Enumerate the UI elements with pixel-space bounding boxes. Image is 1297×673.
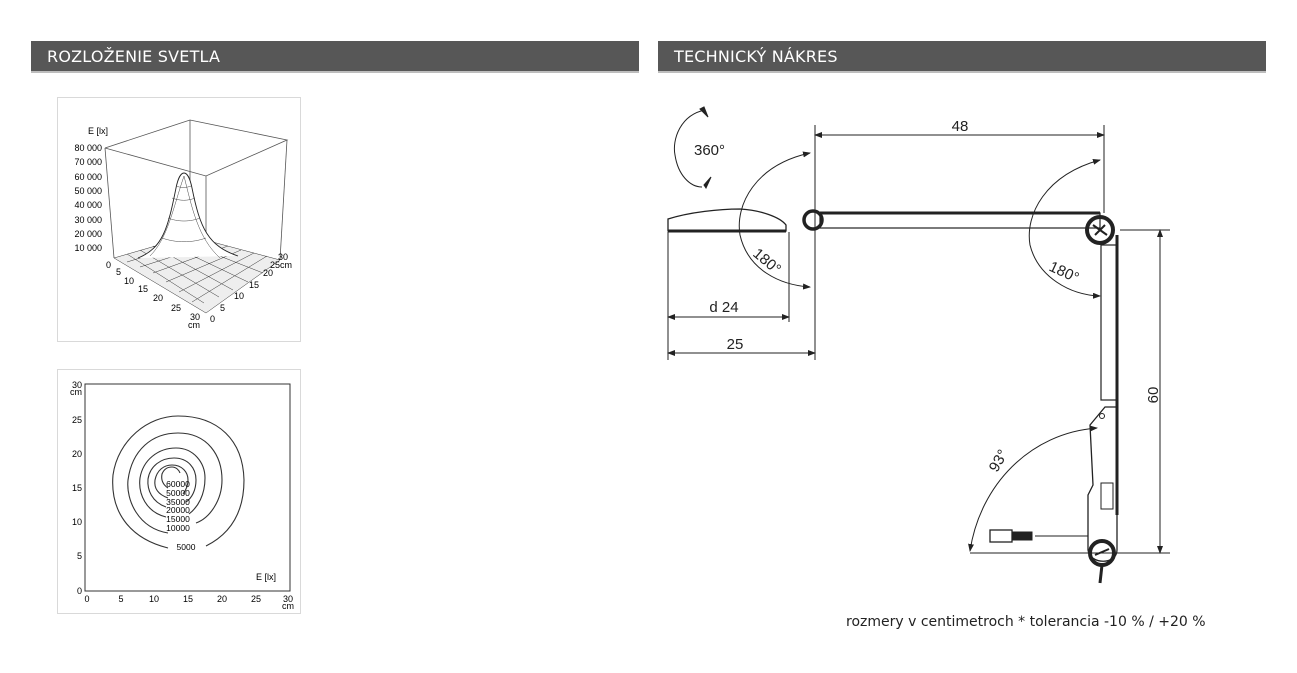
svg-text:25: 25 (251, 594, 261, 604)
surface-plot: E [lx] 80 000 70 000 60 000 50 000 40 00… (74, 119, 292, 330)
svg-text:15000: 15000 (166, 514, 190, 524)
svg-text:15: 15 (72, 483, 82, 493)
svg-text:70 000: 70 000 (74, 157, 102, 167)
svg-text:20: 20 (72, 449, 82, 459)
dim-column-height: 60 (1145, 387, 1162, 404)
contour-labels: 60000 50000 35000 20000 15000 10000 5000 (166, 479, 196, 552)
section-header-technical-drawing: TECHNICKÝ NÁKRES (658, 41, 1266, 73)
svg-text:5000: 5000 (177, 542, 196, 552)
y-axis-ticks: 0 5 10 15 20 25cm 30 (210, 252, 292, 324)
svg-text:20: 20 (217, 594, 227, 604)
svg-text:30: 30 (72, 380, 82, 390)
svg-text:0: 0 (84, 594, 89, 604)
svg-text:15: 15 (249, 280, 259, 290)
svg-text:10: 10 (124, 276, 134, 286)
svg-text:60 000: 60 000 (74, 172, 102, 182)
svg-text:15: 15 (138, 284, 148, 294)
svg-text:10000: 10000 (166, 523, 190, 533)
technical-drawing: 360° 48 d 24 25 60 180° 180° 93° (660, 95, 1180, 595)
svg-text:60000: 60000 (166, 479, 190, 489)
dim-arm-length: 48 (952, 118, 969, 135)
svg-text:25cm: 25cm (270, 260, 292, 270)
contour-lines (112, 415, 245, 549)
svg-text:20: 20 (263, 268, 273, 278)
surface-mesh (113, 172, 281, 314)
svg-text:0: 0 (77, 586, 82, 596)
svg-text:10: 10 (234, 291, 244, 301)
dim-head-diameter: d 24 (709, 299, 738, 316)
svg-text:5: 5 (116, 267, 121, 277)
svg-text:25: 25 (171, 303, 181, 313)
y-axis-ticks: 30 cm 25 20 15 10 5 0 (70, 380, 82, 596)
svg-text:5: 5 (77, 551, 82, 561)
svg-text:0: 0 (210, 314, 215, 324)
svg-text:50 000: 50 000 (74, 186, 102, 196)
svg-text:40 000: 40 000 (74, 200, 102, 210)
section-header-light-distribution: ROZLOŽENIE SVETLA (31, 41, 639, 73)
svg-text:0: 0 (106, 260, 111, 270)
svg-text:cm: cm (70, 387, 82, 397)
plot-frame (84, 383, 291, 592)
rotation-arrow-icon (673, 109, 706, 188)
svg-text:5: 5 (118, 594, 123, 604)
svg-text:cm: cm (188, 320, 200, 330)
svg-text:20000: 20000 (166, 505, 190, 515)
contour-plot-panel: 30 cm 25 20 15 10 5 0 0 5 10 15 20 25 30… (57, 369, 301, 614)
svg-text:35000: 35000 (166, 497, 190, 507)
svg-text:10: 10 (149, 594, 159, 604)
svg-text:20 000: 20 000 (74, 229, 102, 239)
svg-text:10 000: 10 000 (74, 243, 102, 253)
svg-text:25: 25 (72, 415, 82, 425)
svg-text:50000: 50000 (166, 488, 190, 498)
x-axis-ticks: 5 10 15 20 25 30 cm (116, 267, 200, 330)
svg-text:80 000: 80 000 (74, 143, 102, 153)
x-axis-ticks: 0 5 10 15 20 25 30 cm (84, 594, 294, 611)
z-axis-ticks: 80 000 70 000 60 000 50 000 40 000 30 00… (74, 143, 111, 270)
z-axis-label: E [lx] (88, 126, 108, 136)
rotation-label: 360° (694, 142, 725, 159)
svg-text:10: 10 (72, 517, 82, 527)
dimensions-footnote: rozmery v centimetroch * tolerancia -10 … (846, 614, 1206, 630)
svg-text:20: 20 (153, 293, 163, 303)
dim-head-offset: 25 (727, 336, 744, 353)
section-title: TECHNICKÝ NÁKRES (674, 47, 838, 66)
section-title: ROZLOŽENIE SVETLA (47, 47, 221, 66)
svg-text:15: 15 (183, 594, 193, 604)
lamp-drawing: 360° 48 d 24 25 60 180° 180° 93° (667, 106, 1170, 584)
contour-plot: 30 cm 25 20 15 10 5 0 0 5 10 15 20 25 30… (70, 380, 294, 611)
surface-plot-panel: E [lx] 80 000 70 000 60 000 50 000 40 00… (57, 97, 301, 342)
svg-text:cm: cm (282, 601, 294, 611)
legend-label: E [lx] (256, 572, 276, 582)
svg-text:30: 30 (278, 252, 288, 262)
svg-text:5: 5 (220, 303, 225, 313)
svg-text:30: 30 (283, 594, 293, 604)
angle-elbow-joint: 180° (1046, 258, 1081, 287)
svg-text:30 000: 30 000 (74, 215, 102, 225)
svg-text:30: 30 (190, 312, 200, 322)
